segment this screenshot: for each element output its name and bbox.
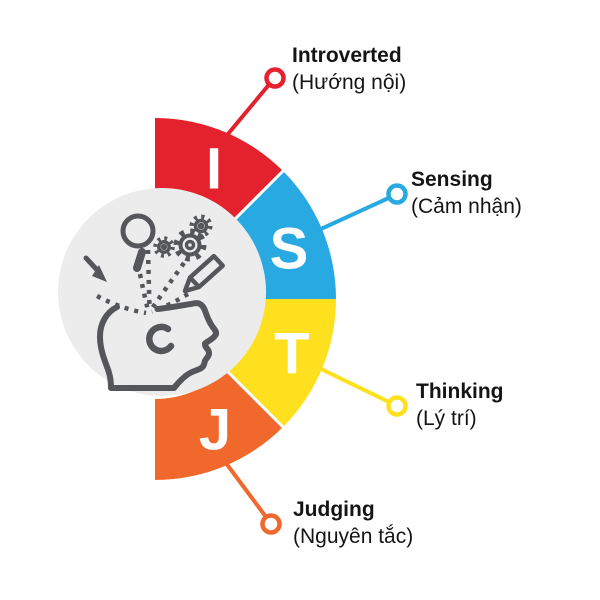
marker-ring-introverted <box>264 67 286 89</box>
label-judging-name: Judging <box>293 498 375 521</box>
connector-line-sensing <box>309 194 394 236</box>
segment-letter-s: S <box>270 217 309 282</box>
gear-small-left-icon <box>153 236 175 258</box>
label-introverted-name: Introverted <box>292 44 402 67</box>
segment-letter-i: I <box>206 137 222 202</box>
label-thinking-name: Thinking <box>416 380 504 403</box>
segment-wedge-judging <box>155 369 283 480</box>
ear-curve <box>146 323 175 355</box>
center-circle <box>58 188 266 396</box>
marker-ring-sensing <box>386 183 408 205</box>
gear-small-top-icon <box>189 214 213 238</box>
arrow-head <box>92 265 107 282</box>
marker-ring-thinking <box>386 395 408 417</box>
label-sensing-translation: (Cảm nhận) <box>411 195 522 218</box>
gear-large-icon <box>173 228 207 262</box>
label-introverted-translation: (Hướng nội) <box>292 71 407 94</box>
marker-ring-judging <box>260 513 282 535</box>
label-introverted: Introverted (Hướng nội) <box>292 42 406 96</box>
label-thinking: Thinking (Lý trí) <box>416 378 504 432</box>
head-with-ideas-icon <box>83 213 225 391</box>
head-profile-outline <box>97 300 220 391</box>
separator-t-j <box>220 364 289 433</box>
magnifier-handle <box>133 248 146 272</box>
connector-line-judging <box>218 453 271 523</box>
label-judging: Judging (Nguyên tắc) <box>293 496 413 550</box>
label-sensing-name: Sensing <box>411 168 493 191</box>
magnifier-icon <box>120 213 156 249</box>
segment-letter-t: T <box>274 322 309 387</box>
connector-line-thinking <box>314 364 394 406</box>
idea-rays-dashed <box>95 249 190 316</box>
label-thinking-translation: (Lý trí) <box>416 407 477 430</box>
label-judging-translation: (Nguyên tắc) <box>293 525 414 548</box>
pencil-icon <box>182 253 225 294</box>
label-sensing: Sensing (Cảm nhận) <box>411 166 522 220</box>
segment-letter-j: J <box>199 398 231 463</box>
